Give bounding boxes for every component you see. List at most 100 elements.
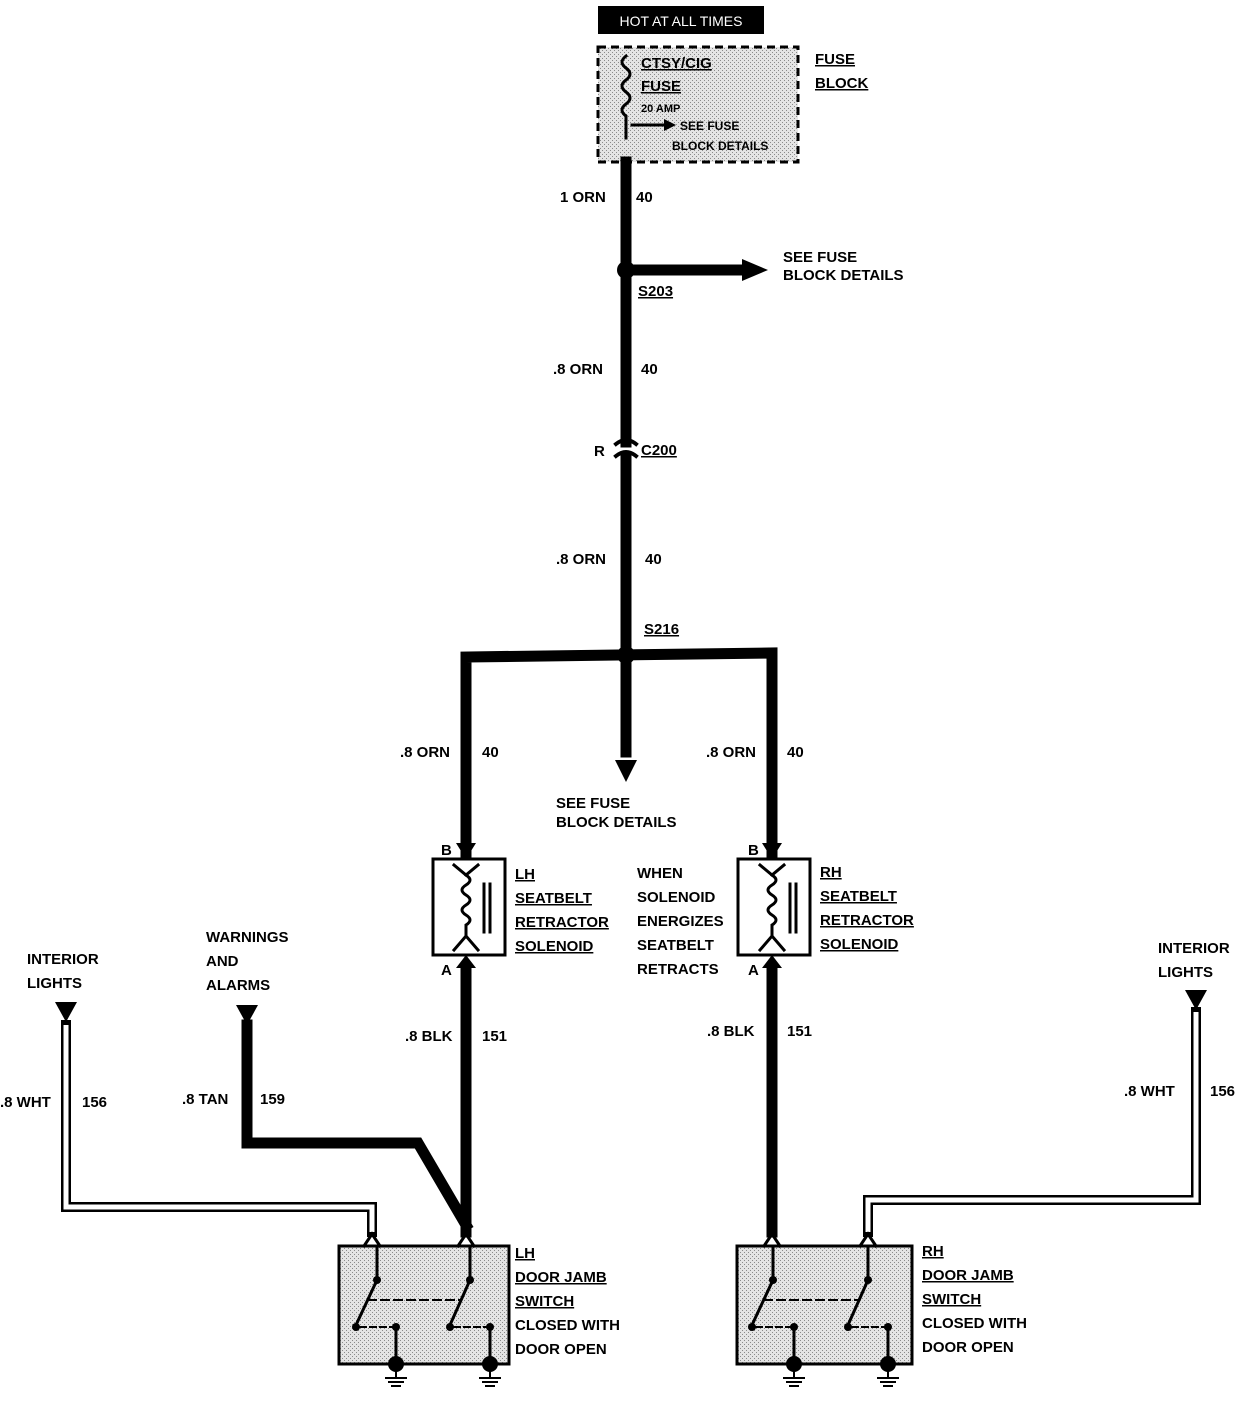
- branch-arrow-icon: [742, 259, 768, 281]
- fuse-see-2: BLOCK DETAILS: [672, 139, 768, 153]
- rh-ground-2-icon: [877, 1371, 899, 1387]
- wire-2-label: .8 ORN: [553, 361, 603, 378]
- warnings-line-2: AND: [206, 953, 239, 970]
- fuse-name: CTSY/CIG: [641, 55, 712, 72]
- fuse-see-1: SEE FUSE: [680, 119, 739, 133]
- connector-c200-upper-icon: [613, 438, 639, 447]
- fuse-element-icon: [620, 53, 632, 140]
- wire-3-number: 40: [645, 551, 662, 568]
- note-line-3: ENERGIZES: [637, 913, 724, 930]
- fuse-amps: 20 AMP: [641, 103, 680, 115]
- lh-pin-a: A: [441, 962, 452, 979]
- lh-switch-line-3: SWITCH: [515, 1293, 574, 1310]
- lh-door-jamb-switch: [337, 1231, 511, 1387]
- lh-switch-line-2: DOOR JAMB: [515, 1269, 607, 1286]
- lh-solenoid-line-3: RETRACTOR: [515, 914, 609, 931]
- note-line-5: RETRACTS: [637, 961, 719, 978]
- lh-pin-b: B: [441, 842, 452, 859]
- connector-c200-pin: R: [594, 443, 605, 460]
- splice-s216-label: S216: [644, 621, 679, 638]
- lh-ground-2-icon: [479, 1371, 501, 1387]
- splice-s203-label: S203: [638, 283, 673, 300]
- rh-ground-1-icon: [783, 1371, 805, 1387]
- fuse-block-label-1: FUSE: [815, 51, 855, 68]
- lh-solenoid-line-4: SOLENOID: [515, 938, 594, 955]
- lh-switch-line-4: CLOSED WITH: [515, 1317, 620, 1334]
- lh-switch-line-5: DOOR OPEN: [515, 1341, 607, 1358]
- rh-pin-a: A: [748, 962, 759, 979]
- fuse-details-arrow-icon: [664, 119, 676, 131]
- lh-seatbelt-solenoid: [431, 843, 507, 968]
- hot-at-all-times-banner: HOT AT ALL TIMES: [598, 6, 764, 34]
- lh-wht-label: .8 WHT: [0, 1094, 51, 1111]
- rh-solenoid-line-1: RH: [820, 864, 842, 881]
- lh-switch-contact-1-icon: [354, 1278, 379, 1327]
- see-fuse-2-line2: BLOCK DETAILS: [556, 814, 677, 831]
- lh-ground-1-icon: [385, 1371, 407, 1387]
- lh-solenoid-b-arrow-icon: [456, 843, 476, 859]
- connector-c200-label: C200: [641, 442, 677, 459]
- wire-3-label: .8 ORN: [556, 551, 606, 568]
- see-fuse-1-line1: SEE FUSE: [783, 249, 857, 266]
- connector-c200-lower-icon: [613, 450, 639, 459]
- rh-wht-label: .8 WHT: [1124, 1083, 1175, 1100]
- wire-1-number: 40: [636, 189, 653, 206]
- rh-switch-line-5: DOOR OPEN: [922, 1339, 1014, 1356]
- rh-solenoid-coil-icon: [766, 872, 778, 937]
- interior-left-terminal-icon: [55, 1002, 77, 1022]
- rh-solenoid-line-2: SEATBELT: [820, 888, 897, 905]
- rh-wht-number: 156: [1210, 1083, 1235, 1100]
- rh-switch-line-3: SWITCH: [922, 1291, 981, 1308]
- see-fuse-1-line2: BLOCK DETAILS: [783, 267, 904, 284]
- interior-right-terminal-icon: [1185, 990, 1207, 1010]
- rh-door-jamb-switch: [735, 1231, 914, 1387]
- note-line-1: WHEN: [637, 865, 683, 882]
- rh-switch-line-2: DOOR JAMB: [922, 1267, 1014, 1284]
- rh-solenoid-b-arrow-icon: [762, 843, 782, 859]
- note-line-2: SOLENOID: [637, 889, 716, 906]
- interior-right-line-1: INTERIOR: [1158, 940, 1230, 957]
- rh-wht-wire: [865, 1012, 1199, 1232]
- lh-solenoid-line-1: LH: [515, 866, 535, 883]
- fuse-block-label-2: BLOCK: [815, 75, 868, 92]
- rh-switch-line-4: CLOSED WITH: [922, 1315, 1027, 1332]
- rh-blk-label: .8 BLK: [707, 1023, 755, 1040]
- rh-seatbelt-solenoid: [736, 843, 812, 968]
- see-fuse-2-line1: SEE FUSE: [556, 795, 630, 812]
- fuse-word: FUSE: [641, 78, 681, 95]
- warnings-line-3: ALARMS: [206, 977, 270, 994]
- lh-solenoid-line-2: SEATBELT: [515, 890, 592, 907]
- rh-switch-contact-1-icon: [750, 1278, 775, 1327]
- wire-2-number: 40: [641, 361, 658, 378]
- rh-switch-contact-2-icon: [846, 1278, 870, 1327]
- note-line-4: SEATBELT: [637, 937, 714, 954]
- interior-left-line-1: INTERIOR: [27, 951, 99, 968]
- fuse-block: CTSY/CIG FUSE 20 AMP SEE FUSE BLOCK DETA…: [596, 45, 800, 164]
- trunk-wire: [613, 156, 639, 661]
- tan-wire-number: 159: [260, 1091, 285, 1108]
- interior-right-line-2: LIGHTS: [1158, 964, 1213, 981]
- rh-solenoid-line-4: SOLENOID: [820, 936, 899, 953]
- lh-blk-number: 151: [482, 1028, 507, 1045]
- lh-blk-label: .8 BLK: [405, 1028, 453, 1045]
- rh-pin-b: B: [748, 842, 759, 859]
- rh-switch-line-1: RH: [922, 1243, 944, 1260]
- tan-wire: [241, 1019, 474, 1233]
- lh-orn-wire-number: 40: [482, 744, 499, 761]
- hot-at-all-times-label: HOT AT ALL TIMES: [620, 13, 743, 29]
- warnings-line-1: WARNINGS: [206, 929, 289, 946]
- rh-solenoid-line-3: RETRACTOR: [820, 912, 914, 929]
- rh-orn-wire-number: 40: [787, 744, 804, 761]
- tan-wire-label: .8 TAN: [182, 1091, 228, 1108]
- lh-orn-wire-label: .8 ORN: [400, 744, 450, 761]
- lh-switch-line-1: LH: [515, 1245, 535, 1262]
- interior-left-line-2: LIGHTS: [27, 975, 82, 992]
- lh-solenoid-coil-icon: [460, 872, 472, 937]
- branch-down-arrow-icon: [615, 760, 637, 782]
- rh-orn-wire-label: .8 ORN: [706, 744, 756, 761]
- lh-wht-wire: [63, 1025, 375, 1232]
- lh-wht-number: 156: [82, 1094, 107, 1111]
- wire-1-label: 1 ORN: [560, 189, 606, 206]
- warnings-terminal-icon: [236, 1005, 258, 1025]
